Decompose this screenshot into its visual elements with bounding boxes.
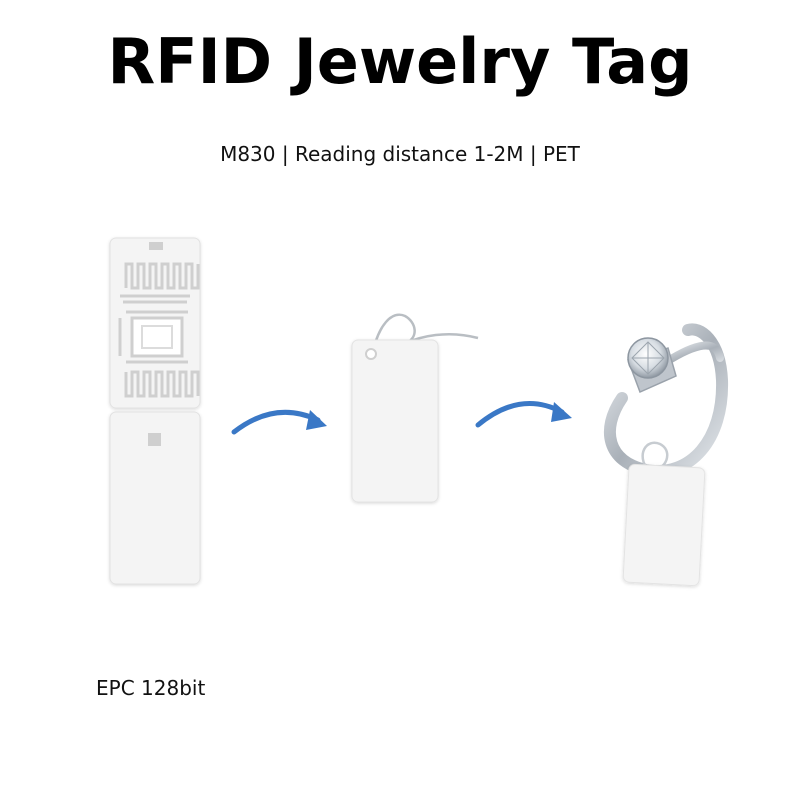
- tag-string: [370, 313, 479, 357]
- ring-icon: [603, 323, 729, 478]
- spec-line: M830 | Reading distance 1-2M | PET: [220, 142, 580, 166]
- arrow-right-icon: [231, 409, 327, 435]
- rfid-inlay-tag: [109, 237, 201, 585]
- antenna-icon: [118, 242, 200, 446]
- page-title: RFID Jewelry Tag: [107, 25, 693, 98]
- tag-bottom-panel: [109, 411, 201, 585]
- hang-tag: [351, 313, 479, 503]
- epc-note: EPC 128bit: [96, 676, 206, 700]
- ring-hang-tag: [622, 441, 706, 587]
- arrow-right-icon: [475, 401, 572, 428]
